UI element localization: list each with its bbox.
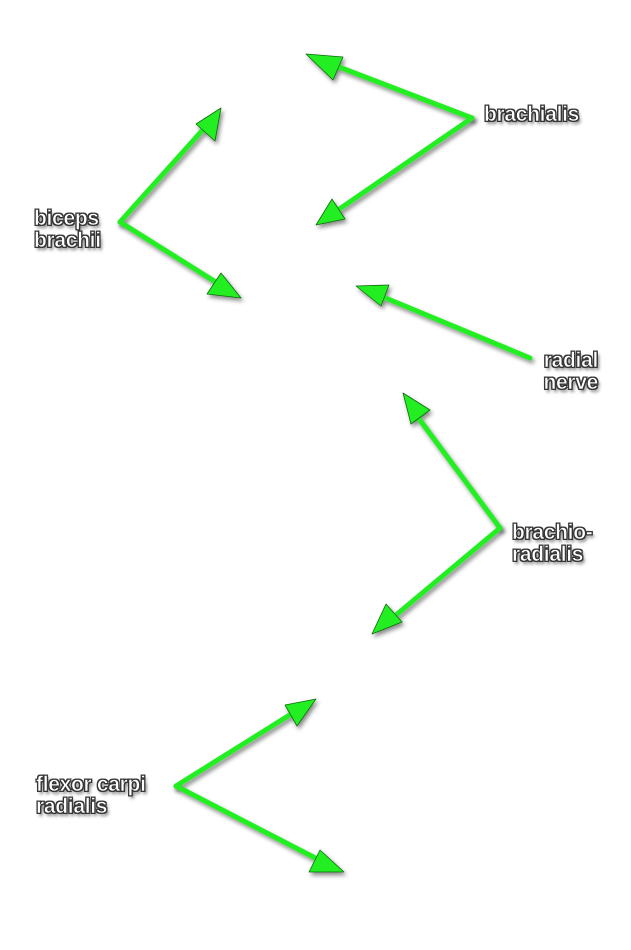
label-flexor-carpi-radialis-line-1: flexor carpi [36,773,147,796]
label-biceps-brachii-line-2: brachii [34,229,102,252]
label-brachioradialis: brachio- radialis [512,521,593,566]
label-brachialis: brachialis [484,103,580,126]
label-flexor-carpi-radialis-line-2: radialis [36,795,108,818]
brachioradialis-arrow-upper [402,392,503,531]
label-radial-nerve: radial nerve [520,349,598,394]
label-radial-nerve-line-2: nerve [543,371,598,394]
brachialis-arrow-lower [315,115,475,226]
biceps-brachii-arrow-lower [117,219,242,299]
label-radial-nerve-line-1: radial [543,349,598,372]
flexor-carpi-radialis-arrow-lower [173,783,345,873]
flexor-carpi-radialis-arrow-upper [173,698,317,789]
radial-nerve-arrow [355,284,533,361]
label-biceps-brachii: biceps brachii [34,207,102,252]
label-flexor-carpi-radialis: flexor carpi radialis [36,773,147,818]
brachioradialis-arrow-lower [371,525,503,635]
label-brachioradialis-line-2: radialis [512,543,584,566]
biceps-brachii-arrow-upper [117,107,222,225]
label-brachialis-line-1: brachialis [484,103,580,126]
label-brachioradialis-line-1: brachio- [512,521,593,544]
label-biceps-brachii-line-1: biceps [34,207,100,230]
brachialis-arrow-upper [305,53,475,121]
